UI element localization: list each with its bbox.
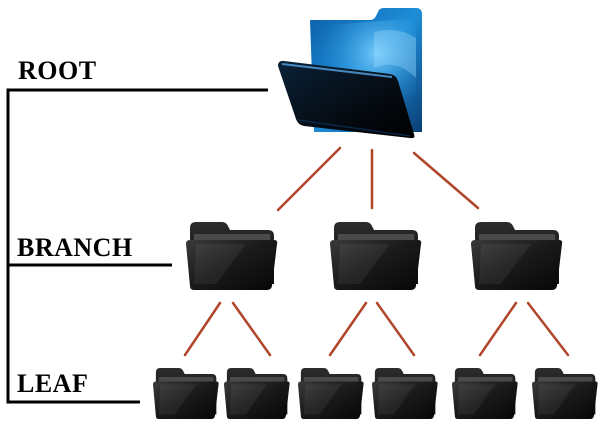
leaf-folder-icon-1 [153,368,219,419]
branch-folder-icon-2 [330,222,422,290]
branch-label: BRANCH [17,233,133,262]
branch-3-to-leaf-6 [526,301,570,357]
leaf-folder-icon-5 [452,368,518,419]
leaf-label: LEAF [17,369,89,398]
branch-folders [186,222,563,290]
level-lines [6,88,268,404]
branch-2-to-leaf-4 [375,301,416,357]
branch-3-to-leaf-5 [478,301,518,357]
root-level-line [6,88,268,404]
root-to-branch-3 [412,151,480,210]
leaf-folder-icon-4 [372,368,438,419]
branch-folder-icon-3 [471,222,563,290]
branch-folder-icon-1 [186,222,278,290]
branch-2-to-leaf-3 [328,301,368,357]
leaf-folder-icon-2 [224,368,290,419]
leaf-folders [153,368,598,419]
root-to-branch-1 [276,146,342,212]
leaf-folder-icon-6 [532,368,598,419]
root-label: ROOT [18,56,97,85]
connectors [183,146,570,357]
root-folder-icon [278,8,422,139]
branch-1-to-leaf-2 [231,301,272,357]
branch-1-to-leaf-1 [183,301,222,357]
leaf-folder-icon-3 [298,368,364,419]
